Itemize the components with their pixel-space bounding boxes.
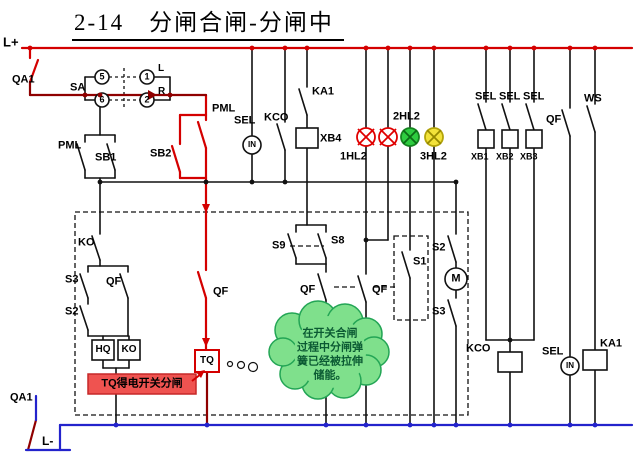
flow-arrows — [148, 90, 210, 382]
xb4-box — [295, 127, 319, 149]
xb2-box — [501, 129, 519, 149]
pml-blade — [196, 120, 208, 150]
label-xb2: XB2 — [496, 151, 514, 162]
label-sel-r2: SEL — [499, 90, 521, 103]
qa1-bottom-blade — [26, 418, 38, 452]
label-ka1-top: KA1 — [312, 85, 335, 98]
qf-tq-blade — [196, 270, 208, 300]
tq-coil-box — [194, 349, 220, 373]
label-sa-5: 5 — [99, 71, 105, 82]
label-xb4: XB4 — [320, 132, 342, 145]
s1-dashed-enclosure — [393, 235, 429, 321]
page-title: 2-14 分闸合闸-分闸中 — [72, 3, 344, 41]
label-sel-r1: SEL — [475, 90, 497, 103]
sa-contact-5 — [94, 69, 110, 85]
label-m: M — [451, 272, 461, 285]
dashed-links — [74, 68, 469, 416]
indicator-lamps — [356, 127, 444, 147]
label-s9: S9 — [272, 239, 286, 252]
sa-contact-1 — [139, 69, 155, 85]
xb3-box — [525, 129, 543, 149]
lamp-green-icon — [400, 127, 420, 147]
dark-red-feed — [26, 80, 209, 452]
label-l-plus: L+ — [3, 34, 19, 50]
blue-negative-rail — [24, 394, 634, 452]
cloud-line-4: 储能。 — [313, 369, 347, 382]
motor-circle — [444, 267, 468, 291]
sb2-blade — [170, 144, 182, 174]
label-hq-box: HQ — [95, 344, 111, 355]
label-ws: WS — [584, 92, 602, 105]
label-qf-lamp: QF — [372, 283, 388, 296]
label-sa-1: 1 — [144, 71, 150, 82]
label-s2-left: S2 — [65, 305, 79, 318]
cloud-line-3: 簧已经被拉伸 — [297, 355, 363, 368]
label-sa-6: 6 — [99, 94, 105, 105]
label-ko-contact: KO — [78, 236, 95, 249]
label-kco-mid: KCO — [264, 111, 289, 124]
lamp-yellow-icon — [424, 127, 444, 147]
label-in-mid: IN — [248, 140, 256, 149]
note-arrow-icon — [196, 370, 205, 378]
label-qa1-top: QA1 — [12, 73, 35, 86]
ka1-coil-box — [582, 349, 608, 371]
label-qf-mid: QF — [300, 283, 316, 296]
cloud-callout — [268, 300, 390, 400]
note-tq-text: TQ得电开关分闸 — [101, 377, 183, 390]
label-s2-motor: S2 — [432, 241, 446, 254]
label-qa1-bottom: QA1 — [10, 391, 33, 404]
kco-coil-box — [497, 351, 523, 373]
label-sa-l: L — [158, 63, 165, 74]
label-s1: S1 — [413, 255, 427, 268]
label-s3-left: S3 — [65, 273, 79, 286]
label-kco-coil: KCO — [466, 342, 491, 355]
label-xb1: XB1 — [471, 151, 489, 162]
right-arrow-icon — [148, 90, 157, 100]
lamp-red-2-icon — [378, 127, 398, 147]
xb1-box — [477, 129, 495, 149]
label-sel-mid: SEL — [234, 114, 256, 127]
down-arrow-icon — [202, 204, 210, 213]
label-pml-top: PML — [212, 102, 236, 115]
label-l-minus: L- — [42, 434, 54, 448]
red-energized-path — [20, 46, 634, 352]
thought-dots — [226, 360, 259, 373]
lamp-red-1-icon — [356, 127, 376, 147]
label-2hl2: 2HL2 — [393, 110, 420, 123]
junction-dots — [27, 45, 598, 428]
label-qf-left: QF — [106, 275, 122, 288]
hq-coil-box — [91, 339, 115, 361]
in-indicator-mid — [242, 135, 262, 155]
label-sb1: SB1 — [95, 151, 117, 164]
down-arrow-icon — [202, 338, 210, 347]
label-sa-r: R — [158, 86, 166, 97]
label-s8: S8 — [331, 234, 345, 247]
ko-coil-box — [117, 339, 141, 361]
label-s3-motor: S3 — [432, 305, 446, 318]
label-sa: SA — [70, 81, 86, 94]
label-sel-r3: SEL — [523, 90, 545, 103]
label-sb2: SB2 — [150, 147, 172, 160]
cloud-line-2: 过程中分闸弹 — [297, 341, 363, 354]
label-xb3: XB3 — [520, 151, 538, 162]
label-tq: TQ — [200, 355, 214, 366]
qa1-top-blade — [28, 58, 40, 84]
label-qf-topright: QF — [546, 113, 562, 126]
label-sa-2: 2 — [144, 94, 150, 105]
label-qf-tq: QF — [213, 285, 229, 298]
main-dashed-enclosure — [74, 211, 469, 416]
component-symbols — [91, 69, 608, 376]
label-pml-left: PML — [58, 139, 82, 152]
label-ka1-coil: KA1 — [600, 337, 623, 350]
in-indicator-bottom — [560, 356, 580, 376]
tq-note-box — [87, 373, 197, 395]
cloud-line-1: 在开关合闸 — [302, 327, 358, 340]
label-in-bottom: IN — [566, 361, 574, 370]
label-1hl2: 1HL2 — [340, 150, 367, 163]
label-ko-box: KO — [121, 344, 137, 355]
label-sel-bottom: SEL — [542, 345, 564, 358]
label-3hl2: 3HL2 — [420, 150, 447, 163]
